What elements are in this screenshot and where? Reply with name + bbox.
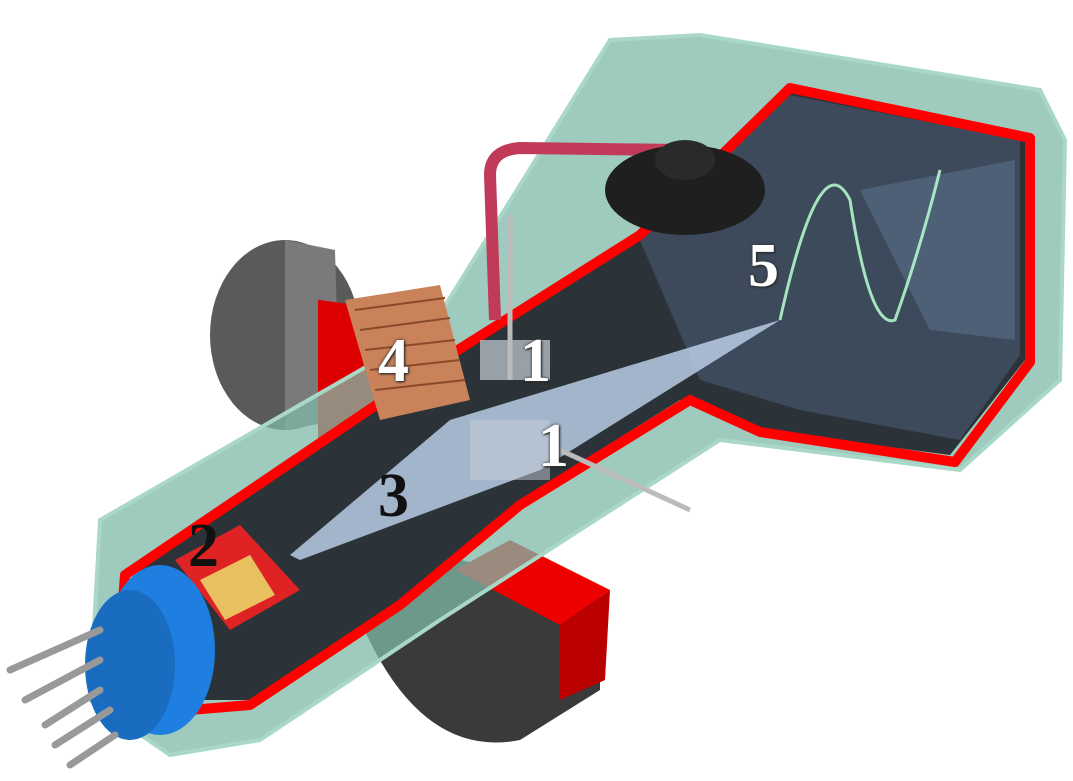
anode-cable	[483, 141, 681, 321]
anode-cap	[605, 145, 765, 235]
electron-gun	[175, 525, 300, 630]
label-deflection-plate-vertical: 1	[520, 327, 551, 395]
waveform-trace	[778, 169, 942, 323]
tube-base	[85, 565, 215, 740]
label-electron-beam: 3	[378, 462, 409, 530]
label-focusing-coil: 4	[378, 327, 409, 395]
label-deflection-plate-horizontal: 1	[538, 412, 569, 480]
label-electron-gun: 2	[188, 512, 219, 580]
base-pins	[6, 626, 119, 769]
deflection-plate-horizontal	[470, 420, 550, 480]
deflection-plate-vertical	[480, 340, 550, 380]
label-screen: 5	[748, 232, 779, 300]
focusing-coil	[345, 285, 470, 420]
